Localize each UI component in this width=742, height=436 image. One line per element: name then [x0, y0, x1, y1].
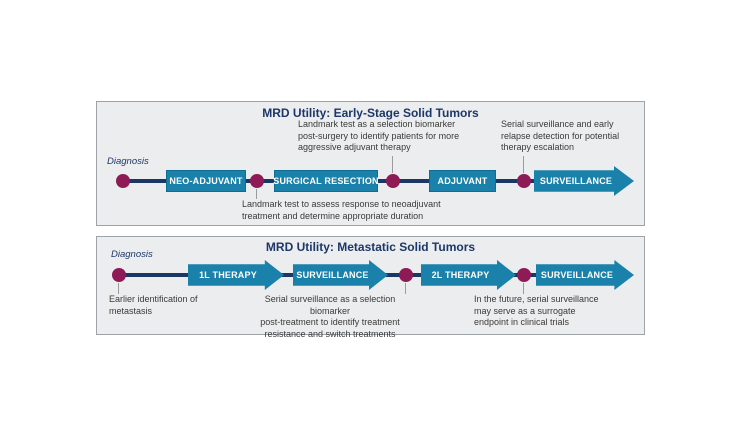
stage-label: SURVEILLANCE — [296, 270, 369, 280]
panel-metastatic-tumors: MRD Utility: Metastatic Solid Tumors Dia… — [96, 236, 645, 339]
stage-surveillance-arrow: SURVEILLANCE — [534, 166, 634, 196]
stage-2l-therapy-arrow: 2L THERAPY — [421, 260, 516, 290]
annotation-landmark-post-surgery: Landmark test as a selection biomarker p… — [298, 119, 460, 152]
panel-early-stage-tumors: MRD Utility: Early-Stage Solid Tumors Di… — [96, 101, 645, 226]
diagnosis-label: Diagnosis — [107, 156, 149, 167]
milestone-dot-diagnosis — [112, 268, 126, 282]
stage-label: SURGICAL RESECTION — [273, 176, 379, 186]
milestone-dot-post-adjuvant — [517, 174, 531, 188]
stage-label: SURVEILLANCE — [540, 270, 614, 280]
stage-label: ADJUVANT — [437, 176, 488, 186]
diagnosis-label: Diagnosis — [111, 249, 153, 260]
annotation-surrogate-endpoint: In the future, serial surveillance may s… — [474, 294, 599, 327]
milestone-dot-post-2l-therapy — [517, 268, 531, 282]
stage-surveillance-arrow: SURVEILLANCE — [293, 260, 388, 290]
connector-line — [256, 189, 257, 199]
milestone-dot-post-surgery — [386, 174, 400, 188]
stage-label: 1L THERAPY — [199, 270, 257, 280]
milestone-dot-post-neoadjuvant — [250, 174, 264, 188]
connector-line — [405, 283, 406, 294]
connector-line — [118, 283, 119, 294]
connector-line — [523, 156, 524, 173]
stage-label: SURVEILLANCE — [539, 176, 613, 186]
stage-label: NEO-ADJUVANT — [169, 176, 243, 186]
panel-title: MRD Utility: Metastatic Solid Tumors — [265, 240, 476, 254]
stage-surveillance-arrow: SURVEILLANCE — [536, 260, 634, 290]
stage-surgical-resection: SURGICAL RESECTION — [273, 170, 379, 192]
connector-line — [523, 283, 524, 294]
connector-line — [392, 156, 393, 173]
annotation-earlier-identification: Earlier identification of metastasis — [109, 294, 198, 316]
panel-title: MRD Utility: Early-Stage Solid Tumors — [262, 106, 479, 120]
annotation-serial-surveillance: Serial surveillance and early relapse de… — [501, 119, 620, 152]
stage-adjuvant: ADJUVANT — [429, 170, 496, 192]
annotation-landmark-neoadjuvant: Landmark test to assess response to neoa… — [242, 199, 441, 221]
stage-neo-adjuvant: NEO-ADJUVANT — [166, 170, 246, 192]
annotation-serial-surveillance-selection: Serial surveillance as a selection bioma… — [260, 294, 400, 339]
milestone-dot-post-1l-surveillance — [399, 268, 413, 282]
stage-1l-therapy-arrow: 1L THERAPY — [188, 260, 284, 290]
milestone-dot-diagnosis — [116, 174, 130, 188]
stage-label: 2L THERAPY — [431, 270, 490, 280]
